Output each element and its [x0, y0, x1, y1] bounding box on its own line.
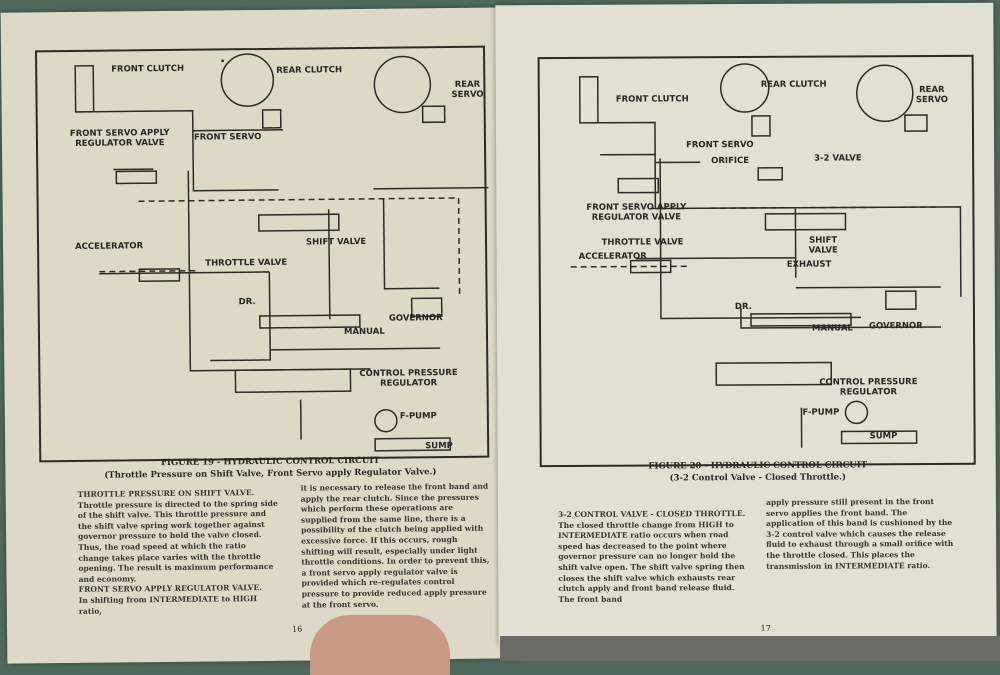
text-column-1: 3-2 CONTROL VALVE - CLOSED THROTTLE. The… [557, 509, 746, 604]
figure-20-caption: FIGURE 20 - HYDRAULIC CONTROL CIRCUIT (3… [538, 459, 978, 485]
label-sump: SUMP [425, 441, 453, 452]
label-front-clutch: FRONT CLUTCH [111, 63, 185, 75]
label-front-servo-apply: FRONT SERVO APPLY REGULATOR VALVE [586, 202, 687, 223]
label-rear-servo: REAR SERVO [915, 84, 948, 106]
label-front-servo: FRONT SERVO [686, 139, 754, 151]
hydraulic-circuit-drawing [570, 63, 962, 448]
page-number: 17 [760, 623, 771, 633]
text-column-2: apply pressure still present in the fron… [765, 497, 954, 571]
label-control-pressure-regulator: CONTROL PRESSURE REGULATOR [359, 367, 458, 389]
label-rear-clutch: REAR CLUTCH [276, 65, 343, 76]
left-page: FRONT CLUTCH REAR CLUTCH REAR SERVO FRON… [0, 7, 524, 664]
label-rear-servo: REAR SERVO [451, 79, 484, 101]
right-page: FRONT CLUTCH REAR CLUTCH REAR SERVO FRON… [495, 2, 997, 646]
label-manual: MANUAL [811, 323, 853, 334]
text-column-1: THROTTLE PRESSURE ON SHIFT VALVE. Thrott… [77, 488, 278, 616]
figure-subtitle: (3-2 Control Valve - Closed Throttle.) [669, 472, 847, 484]
hand [310, 615, 450, 675]
figure-19-diagram [35, 45, 490, 463]
label-front-servo: FRONT SERVO [193, 131, 262, 143]
text-column-2: it is necessary to release the front ban… [300, 481, 490, 610]
table-surface [500, 636, 1000, 661]
label-dr: DR. [238, 297, 256, 308]
page-number: 16 [292, 624, 303, 634]
label-manual: MANUAL [343, 326, 385, 338]
label-control-pressure-regulator: CONTROL PRESSURE REGULATOR [819, 377, 918, 398]
label-governor: GOVERNOR [868, 321, 923, 332]
label-dr: DR. [734, 301, 752, 313]
figure-19-caption: FIGURE 19 - HYDRAULIC CONTROL CIRCUIT (T… [45, 454, 495, 483]
label-throttle-valve: THROTTLE VALVE [205, 257, 288, 269]
label-3-2-valve: 3-2 VALVE [814, 153, 862, 164]
label-sump: SUMP [869, 431, 898, 442]
label-exhaust: EXHAUST [786, 259, 832, 270]
label-front-servo-apply: FRONT SERVO APPLY REGULATOR VALVE [69, 127, 170, 149]
label-rear-clutch: REAR CLUTCH [760, 79, 827, 90]
label-accelerator: ACCELERATOR [75, 241, 144, 252]
label-accelerator: ACCELERATOR [578, 251, 647, 262]
label-front-clutch: FRONT CLUTCH [615, 94, 689, 105]
figure-20-diagram [537, 54, 976, 468]
hydraulic-circuit-drawing [74, 53, 489, 452]
label-f-pump: F-PUMP [399, 411, 437, 422]
label-governor: GOVERNOR [388, 313, 443, 324]
label-f-pump: F-PUMP [802, 407, 840, 418]
label-throttle-valve: THROTTLE VALVE [601, 237, 684, 248]
label-shift-valve: SHIFT VALVE [808, 235, 838, 256]
label-shift-valve: SHIFT VALVE [305, 236, 367, 248]
label-orifice: ORIFICE [711, 155, 750, 167]
